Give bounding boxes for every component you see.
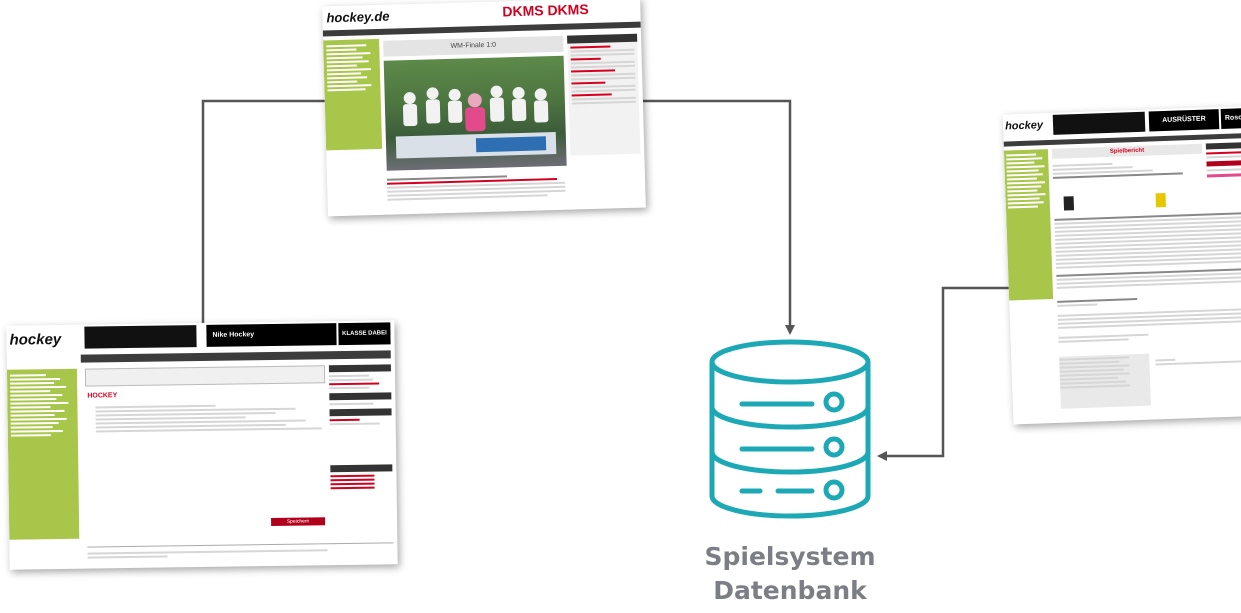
ad-banner-rosco: Rosco [1220,107,1241,130]
connector-game-to-database [877,286,1010,461]
team-photo [383,55,567,171]
team-logos [1054,192,1204,213]
screenshot-news-page: hockey.de DKMS DKMS WM-Finale 1:0 [322,0,646,217]
right-column [567,33,641,156]
database-label-line2: Datenbank [713,576,867,605]
ad-banner-nike: Nike Hockey [206,323,337,347]
article-headline: WM-Finale 1:0 [383,35,564,57]
events-notes [1155,354,1241,368]
site-logo: hockey [9,330,62,349]
database-label: Spielsystem Datenbank [670,540,910,608]
screenshot-game-report: hockey AUSRÜSTER Rosco Spielbericht [1002,105,1241,425]
header-notice [84,325,197,349]
footer [87,546,387,560]
editor-heading: HOCKEY [87,392,118,400]
ad-banner-klasse: KLASSE DABEI [338,322,391,346]
sidebar [1003,149,1054,301]
connector-news-to-database [643,99,795,335]
report-title: Spielbericht [1051,143,1203,159]
lineup-table [1054,210,1241,291]
header-notice [1052,111,1146,135]
events-list [1059,353,1151,409]
editor-content [95,401,325,434]
stats-section [1057,292,1241,345]
database-label-line1: Spielsystem [704,542,876,571]
ad-banner-ausruster: AUSRÜSTER [1148,109,1220,132]
site-logo: hockey.de [326,8,390,26]
sidebar [6,368,80,540]
ad-banner: DKMS DKMS [502,1,589,20]
right-column [328,364,393,515]
database-icon [709,339,871,519]
screenshot-editor-page: hockey Nike Hockey KLASSE DABEI HOCKEY [6,320,398,570]
site-logo: hockey [1004,119,1044,133]
save-button[interactable]: Speichern [271,517,326,527]
right-column [1205,141,1241,204]
article-body [386,172,568,203]
match-info [1052,158,1203,181]
connector-editor-to-news [201,99,325,323]
sidebar [323,38,383,151]
editor-toolbar [84,365,326,387]
